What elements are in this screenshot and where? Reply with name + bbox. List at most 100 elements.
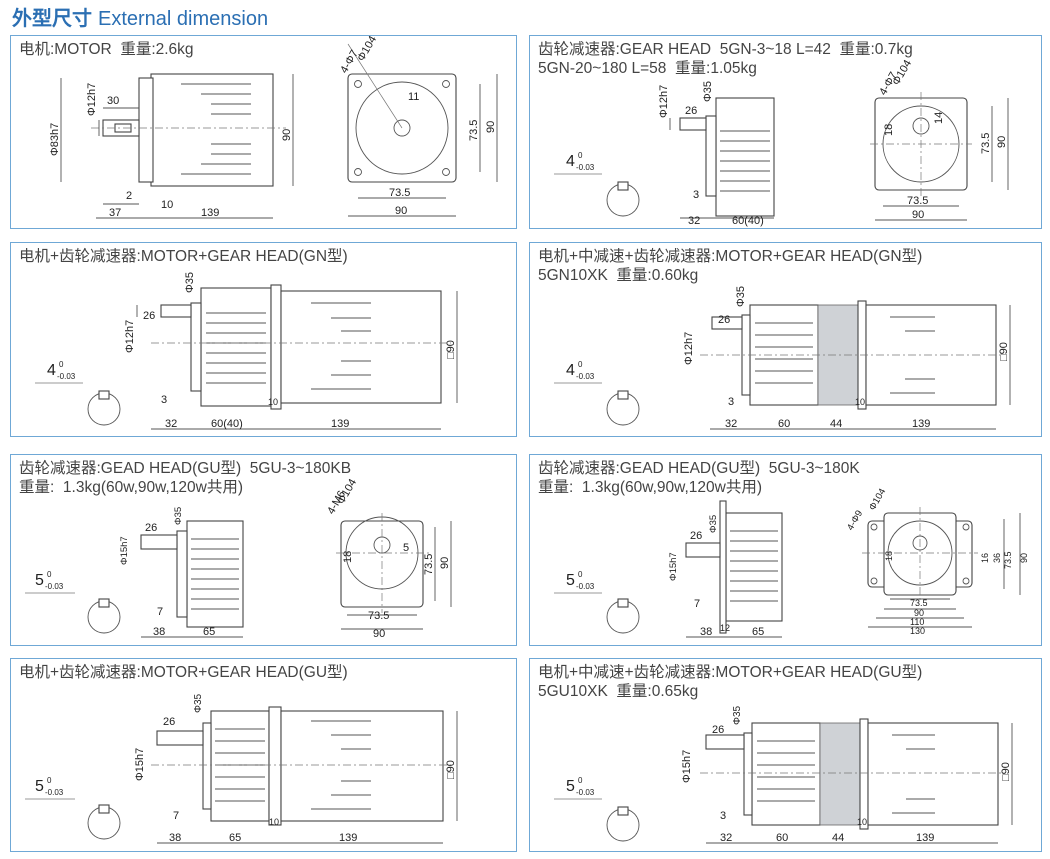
- dim-gn-tol-sup: 0: [578, 151, 583, 160]
- dim-p5-7: 7: [157, 606, 163, 618]
- dim-p5-18: 18: [342, 551, 354, 563]
- motor-body: [150, 73, 274, 187]
- dim-p7-flange: Φ35: [193, 693, 204, 713]
- drawing-line: [98, 804, 110, 814]
- dim-p8-139: 139: [916, 832, 934, 844]
- gn-body: [715, 97, 775, 217]
- gn-flange: [705, 115, 717, 197]
- dim-p3-key: 26: [143, 310, 155, 322]
- dim-p6-90h: 90: [914, 608, 924, 618]
- gn-fins: [720, 130, 770, 192]
- dim-p8-10: 10: [857, 817, 867, 827]
- drawing-line: [215, 720, 371, 810]
- dim-p5-key: 26: [145, 522, 157, 534]
- drawing-line: [176, 530, 188, 618]
- dim-p7-tol: 5: [35, 778, 44, 795]
- p3-gear-body: [200, 287, 272, 407]
- dim-p3-60: 60(40): [211, 418, 243, 430]
- dim-p4-key: 26: [718, 314, 730, 326]
- dim-gn-tol: 4: [566, 153, 575, 170]
- dim-p3-tol-sup: 0: [59, 360, 64, 369]
- drawing-line: [156, 730, 204, 746]
- dim-p3-32: 32: [165, 418, 177, 430]
- dim-p6-36: 36: [992, 553, 1002, 563]
- motor-gearhead-gu-drawing: 26 Φ35 Φ15h7 □90 5 0 -0.03 7 10 38 65 13…: [25, 693, 458, 844]
- drawing-line: [870, 577, 878, 585]
- drawing-line: [757, 734, 935, 814]
- dim-p3-3: 3: [161, 394, 167, 406]
- dim-p8-32: 32: [720, 832, 732, 844]
- gn-shaft: [679, 117, 707, 131]
- dim-p6-pcd: Φ104: [867, 487, 888, 513]
- panel-motor-mid-gearhead-gu-title: 电机+中减速+齿轮减速器:MOTOR+GEAR HEAD(GU型) 5GU10X…: [538, 664, 923, 700]
- dim-p6-735v: 73.5: [1003, 551, 1013, 569]
- dim-p7-shaft: Φ15h7: [134, 748, 146, 781]
- dim-p4-3: 3: [728, 396, 734, 408]
- drawing-line: [719, 500, 727, 634]
- motor-fins: [181, 83, 251, 175]
- drawing-line: [867, 722, 999, 826]
- drawing-line: [160, 304, 192, 318]
- dim-p4-10: 10: [855, 397, 865, 407]
- panel-motor-gearhead-gu-title: 电机+齿轮减速器:MOTOR+GEAR HEAD(GU型): [19, 664, 348, 681]
- drawing-line: [98, 598, 110, 608]
- dim-p4-tol-sub: -0.03: [576, 372, 595, 381]
- dim-p6-16: 16: [980, 553, 990, 563]
- dim-p3-flange: Φ35: [184, 272, 196, 293]
- drawing-line: [354, 168, 362, 176]
- dim-p6-735h: 73.5: [910, 598, 928, 608]
- drawing-line: [912, 117, 930, 135]
- dim-p8-60: 60: [776, 832, 788, 844]
- panel-motor-title: 电机:MOTOR 重量:2.6kg: [19, 41, 194, 58]
- dim-p3-shaft: Φ12h7: [124, 320, 136, 353]
- dim-gn-14: 14: [933, 112, 945, 124]
- drawing-line: [98, 390, 110, 400]
- dim-motor-shaft: Φ12h7: [86, 83, 98, 116]
- dim-p7-7: 7: [173, 810, 179, 822]
- dim-p8-key: 26: [712, 724, 724, 736]
- dim-motor-pcd: Φ104: [355, 36, 379, 64]
- drawing-line: [202, 722, 212, 810]
- dim-p7-tol-sub: -0.03: [45, 788, 64, 797]
- p8-mid-reducer: [819, 722, 861, 826]
- dim-p8-tol-sub: -0.03: [576, 788, 595, 797]
- drawing-line: [962, 577, 970, 585]
- title-en: External dimension: [98, 8, 269, 30]
- panel-motor-gearhead-gu: 电机+齿轮减速器:MOTOR+GEAR HEAD(GU型) 26 Φ35 Φ15…: [10, 658, 517, 852]
- drawing-line: [617, 806, 629, 816]
- drawing-line: [755, 316, 935, 394]
- panel-motor-gearhead-gn: 电机+齿轮减速器:MOTOR+GEAR HEAD(GN型) 26 Φ35 Φ12…: [10, 242, 517, 437]
- dim-motor-90h: 90: [395, 205, 407, 217]
- dim-p7-key: 26: [163, 716, 175, 728]
- drawing-line: [887, 520, 953, 586]
- drawing-line: [191, 538, 239, 610]
- dim-p7-sq: □90: [445, 760, 457, 779]
- dim-gn-18: 18: [883, 124, 895, 136]
- dim-motor-dia: Φ83h7: [49, 123, 61, 156]
- gearhead-gu-kb-drawing: Φ15h7 26 Φ35 5 0 -0.03 7 38 65 4-M6 Φ104…: [25, 477, 452, 640]
- drawing-line: [617, 390, 629, 400]
- dim-p6-38: 38: [700, 626, 712, 638]
- panel-gearhead-gu-k: 齿轮减速器:GEAD HEAD(GU型) 5GU-3~180K 重量: 1.3k…: [529, 454, 1042, 646]
- dim-p6-130: 130: [910, 626, 925, 636]
- dim-p5-735h: 73.5: [368, 610, 389, 622]
- dim-p8-44: 44: [832, 832, 844, 844]
- drawing-line: [725, 512, 783, 622]
- dim-p6-flange: Φ35: [708, 515, 719, 533]
- dim-p5-5: 5: [403, 542, 409, 554]
- dim-p7-139: 139: [339, 832, 357, 844]
- drawing-line: [270, 284, 282, 410]
- dim-p6-110: 110: [910, 617, 924, 627]
- dim-motor-2: 2: [126, 190, 132, 202]
- dim-p5-shaft: Φ15h7: [119, 536, 130, 565]
- dim-motor-h90: 90: [281, 129, 293, 141]
- p3-motor-body: [280, 290, 442, 404]
- dim-gn-3: 3: [693, 189, 699, 201]
- dim-p7-38: 38: [169, 832, 181, 844]
- dim-p7-10: 10: [269, 817, 279, 827]
- drawing-line: [268, 706, 282, 826]
- dim-p4-tol-sup: 0: [578, 360, 583, 369]
- panel-gearhead-gn: 齿轮减速器:GEAR HEAD 5GN-3~18 L=42 重量:0.7kg 5…: [529, 35, 1042, 229]
- dim-p4-139: 139: [912, 418, 930, 430]
- dim-gn-32: 32: [688, 215, 700, 227]
